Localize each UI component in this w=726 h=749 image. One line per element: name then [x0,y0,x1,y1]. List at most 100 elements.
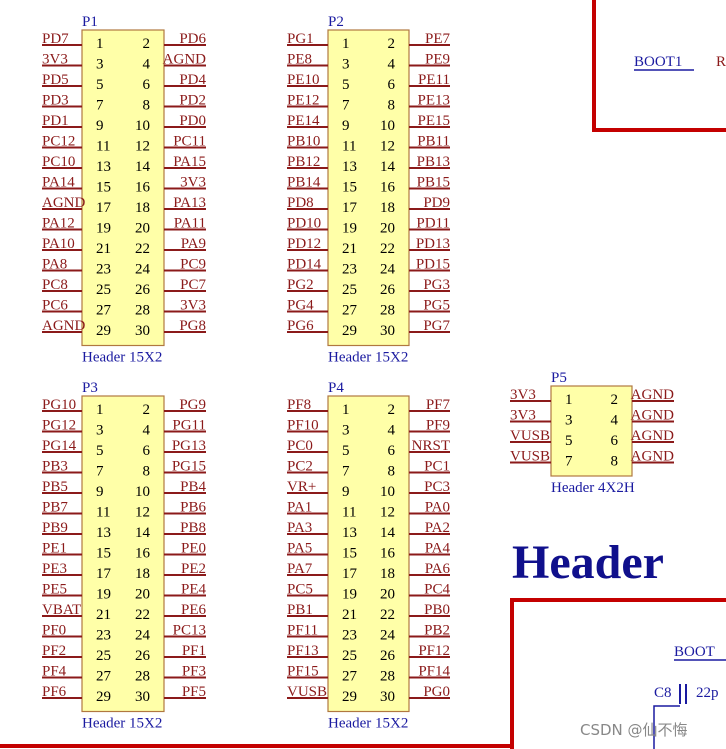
p3-pin-label-right: PG9 [179,397,206,413]
p3-pin-label-left: PE5 [42,582,67,598]
p5-pin-label-right: AGND [631,428,674,444]
p5-pin-number-left: 7 [565,454,573,470]
p4-pin-number-right: 6 [388,443,396,459]
p2-pin-number-right: 10 [380,118,395,134]
p1-pin-number-left: 21 [96,241,111,257]
p2-pin-number-right: 16 [380,180,396,196]
p4-pin-number-left: 19 [342,587,357,603]
p1-pin-number-left: 25 [96,282,111,298]
p2-pin-number-right: 2 [388,36,396,52]
p4-pin-number-right: 16 [380,546,396,562]
p1-pin-label-right: PD0 [179,113,206,129]
p5-pin-label-left: 3V3 [510,408,536,424]
p1-pin-label-left: PD7 [42,31,69,47]
p1-pin-label-left: PD1 [42,113,69,129]
p1-pin-number-left: 3 [96,57,104,73]
p2-pin-number-right: 4 [388,57,396,73]
p3-pin-label-left: VBAT [42,602,81,618]
p2-footprint: Header 15X2 [328,350,408,366]
p2-pin-number-right: 22 [380,241,395,257]
p4-pin-label-left: PA3 [287,520,312,536]
p5-pin-label-left: VUSB [510,449,550,465]
p2-pin-label-right: PE13 [417,93,450,109]
p2-pin-label-left: PD12 [287,236,321,252]
p3-pin-label-right: PE2 [181,561,206,577]
p1-pin-number-left: 27 [96,303,112,319]
p2-pin-number-left: 21 [342,241,357,257]
p1-pin-number-right: 14 [135,159,151,175]
p4-pin-label-right: PF9 [426,418,450,434]
p5-pin-label-right: AGND [631,408,674,424]
p3-pin-label-left: PB9 [42,520,68,536]
p5-pin-label-right: AGND [631,387,674,403]
p3-pin-number-left: 5 [96,443,104,459]
p3-pin-label-right: PE6 [181,602,207,618]
p4-pin-label-right: NRST [412,438,450,454]
p3-pin-label-right: PF1 [182,643,206,659]
p2-pin-number-right: 20 [380,221,395,237]
p3-pin-number-left: 1 [96,402,104,418]
p4-pin-number-right: 22 [380,607,395,623]
p1-pin-label-right: PA13 [173,195,206,211]
p1-pin-number-right: 8 [143,98,151,114]
p3-pin-number-right: 24 [135,628,151,644]
boot1-label: BOOT1 [634,54,682,70]
p4-pin-label-right: PA4 [425,541,451,557]
p1-pin-number-right: 4 [143,57,151,73]
p5-pin-label-left: 3V3 [510,387,536,403]
c8-wire [653,705,680,749]
p4-pin-label-left: PF11 [287,623,318,639]
p1-pin-label-left: PA10 [42,236,75,252]
p3-pin-number-left: 3 [96,423,104,439]
sheet-title: Header [512,536,664,589]
c8-value-label: 22p [696,685,719,701]
p3-pin-label-right: PB6 [180,500,206,516]
p1-pin-label-left: PD3 [42,93,69,109]
p4-pin-number-left: 13 [342,525,357,541]
p1-designator: P1 [82,14,98,30]
p3-pin-number-right: 8 [143,464,151,480]
p3-pin-label-right: PG11 [172,418,206,434]
p3-pin-label-left: PF4 [42,664,67,680]
p1-pin-label-left: AGND [42,318,85,334]
p2-pin-label-left: PB14 [287,175,321,191]
p1-pin-number-right: 20 [135,221,150,237]
p5-body [550,385,633,477]
p4-pin-number-right: 4 [388,423,396,439]
p2-pin-label-right: PD9 [423,195,450,211]
p2-pin-number-right: 12 [380,139,395,155]
p1-pin-label-right: AGND [163,52,206,68]
p4-pin-label-left: PF15 [287,664,319,680]
p5-pin-label-right: AGND [631,449,674,465]
p2-pin-number-right: 26 [380,282,396,298]
p4-pin-number-right: 24 [380,628,396,644]
p1-pin-number-left: 19 [96,221,111,237]
p4-pin-label-left: PA1 [287,500,312,516]
p3-designator: P3 [82,380,98,396]
p4-pin-number-right: 28 [380,669,395,685]
p2-pin-label-right: PD13 [416,236,450,252]
p3-pin-label-left: PE1 [42,541,67,557]
p4-pin-label-right: PA6 [425,561,451,577]
p4-pin-label-left: VR+ [287,479,316,495]
p2-pin-label-left: PB10 [287,134,320,150]
p4-pin-number-right: 20 [380,587,395,603]
p1-pin-label-left: AGND [42,195,85,211]
p2-pin-label-right: PB11 [417,134,450,150]
p5-pin-number-left: 5 [565,433,573,449]
p1-pin-label-right: PA15 [173,154,206,170]
p1-pin-label-left: PA12 [42,216,75,232]
p2-pin-number-left: 9 [342,118,350,134]
p5-pin-number-right: 8 [611,454,619,470]
p2-pin-label-left: PD14 [287,257,322,273]
p4-pin-label-right: PA0 [425,500,450,516]
p2-pin-label-left: PG6 [287,318,314,334]
p2-pin-label-right: PB13 [417,154,450,170]
p2-pin-number-left: 27 [342,303,358,319]
bottom-right-box [510,598,726,749]
p4-pin-number-left: 23 [342,628,357,644]
p2-pin-number-left: 25 [342,282,357,298]
